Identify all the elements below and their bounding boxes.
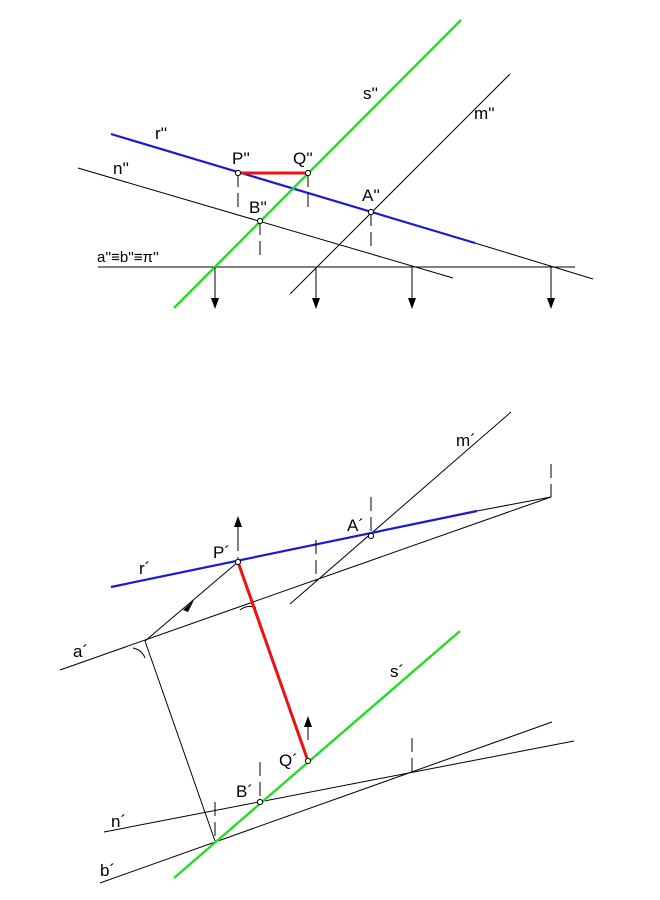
label-a-line-bottom: a´ (73, 642, 88, 661)
line-corner-to-b (144, 640, 216, 842)
label-a-point-bottom: A´ (347, 516, 364, 535)
line-m-top (289, 73, 511, 295)
point-b-top (256, 217, 264, 225)
arrow-up-p (234, 516, 242, 540)
arrow-down-3 (408, 267, 416, 309)
arrow-down-2 (312, 267, 320, 309)
point-a-top (367, 208, 375, 216)
line-r-extension-top (474, 242, 594, 280)
arrow-down-4 (547, 267, 555, 309)
point-p-bottom (234, 558, 242, 566)
label-r-top: r'' (155, 124, 167, 143)
label-n-top: n'' (113, 159, 129, 178)
label-plane-top: a''≡b''≡π'' (97, 249, 159, 266)
label-p-top: P'' (232, 149, 250, 168)
label-r-bottom: r´ (139, 559, 150, 578)
line-r-extension-bottom (476, 496, 552, 512)
line-n-top (77, 167, 454, 279)
line-s-bottom (173, 630, 461, 879)
line-n-bottom (103, 740, 575, 833)
line-b-bottom (99, 721, 553, 884)
label-p-bottom: P´ (213, 543, 230, 562)
label-m-top: m'' (474, 104, 495, 123)
point-p-top (234, 169, 242, 177)
arrow-up-q (304, 716, 312, 740)
point-a-bottom (367, 532, 375, 540)
point-b-bottom (256, 798, 264, 806)
segment-pq-bottom (236, 561, 310, 762)
label-q-bottom: Q´ (279, 751, 298, 770)
bottom-view: m´ A´ P´ r´ a´ s´ Q´ B´ n´ b´ (59, 411, 575, 884)
line-s-top (173, 19, 462, 309)
arrow-down-1 (211, 267, 219, 309)
label-b-point-bottom: B´ (236, 782, 253, 801)
label-a-top: A'' (362, 186, 380, 205)
right-angle-mark-1 (132, 647, 146, 659)
top-view: s'' m'' r'' n'' P'' Q'' A'' B'' a''≡b''≡… (77, 19, 594, 309)
point-q-top (304, 169, 312, 177)
line-corner-to-p (144, 561, 239, 642)
arrow-diagonal (183, 600, 194, 612)
line-a-bottom (59, 496, 552, 671)
label-b-top: B'' (249, 198, 267, 217)
label-s-bottom: s´ (390, 662, 404, 681)
label-q-top: Q'' (293, 149, 313, 168)
label-b-line-bottom: b´ (100, 861, 115, 880)
label-n-bottom: n´ (111, 812, 126, 831)
label-m-bottom: m´ (456, 431, 476, 450)
line-r-bottom (110, 509, 478, 589)
label-s-top: s'' (363, 84, 378, 103)
line-m-bottom (289, 411, 512, 605)
point-q-bottom (304, 757, 312, 765)
